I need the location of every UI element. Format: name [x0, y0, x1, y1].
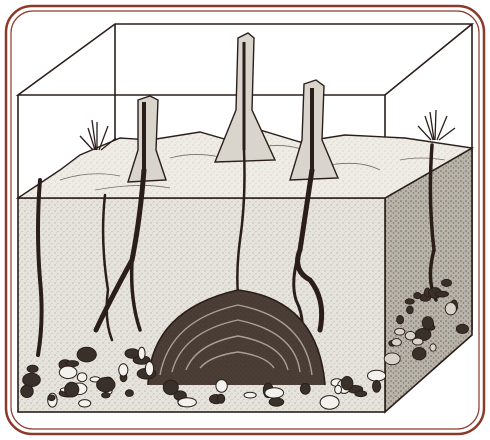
pebble-side — [442, 279, 452, 286]
pebble — [320, 396, 339, 410]
pebble-side — [445, 303, 456, 315]
pebble — [145, 362, 153, 376]
pebble — [77, 347, 96, 362]
pebble — [355, 391, 367, 397]
pebble — [368, 370, 386, 381]
pebble-side — [435, 291, 448, 297]
pebble — [48, 395, 55, 401]
pebble — [373, 380, 381, 392]
pebble-side — [407, 306, 414, 314]
pebble — [77, 373, 87, 382]
pebble — [138, 347, 145, 359]
pebble — [217, 394, 224, 403]
pebble-side — [422, 317, 433, 330]
pebble-side — [414, 293, 421, 299]
pebble — [178, 398, 196, 407]
pebble — [341, 377, 353, 390]
pebble-side — [405, 299, 414, 304]
pebble — [21, 385, 33, 397]
pebble — [335, 385, 342, 394]
pebble — [27, 365, 38, 372]
pebble-side — [397, 316, 404, 324]
pebble — [300, 383, 310, 394]
pebble — [244, 392, 256, 398]
pebble — [59, 366, 77, 378]
pebble-side — [384, 353, 400, 365]
pebble — [125, 349, 139, 358]
chimney-center — [215, 33, 275, 162]
pebble — [23, 373, 41, 386]
pebble — [79, 400, 91, 407]
pebble — [265, 388, 284, 398]
pebble-side — [412, 348, 426, 360]
pebble-side — [456, 324, 468, 333]
pebble-side — [395, 328, 405, 335]
pebble — [65, 382, 79, 397]
pebble — [119, 364, 128, 376]
pebble — [97, 378, 115, 392]
pebble — [102, 393, 110, 398]
pebble-side — [392, 339, 402, 346]
grass-tuft-right — [418, 110, 455, 140]
pebble-side — [405, 331, 415, 340]
pebble — [216, 380, 227, 393]
pebble — [125, 390, 133, 397]
pebble — [269, 398, 284, 406]
pebble-side — [430, 344, 436, 351]
